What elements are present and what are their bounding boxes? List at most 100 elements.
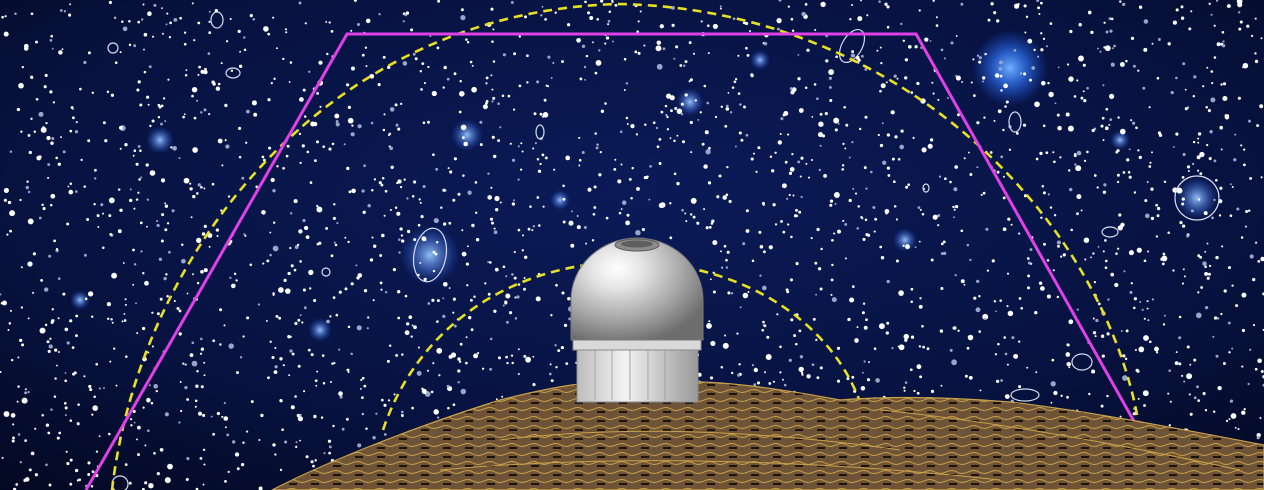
star <box>1051 358 1055 362</box>
star <box>202 448 206 452</box>
star <box>106 90 110 94</box>
star <box>53 395 57 398</box>
star <box>365 18 371 24</box>
star <box>72 116 75 120</box>
star <box>1002 227 1007 232</box>
star <box>872 205 876 210</box>
star <box>197 411 203 416</box>
star <box>607 23 610 26</box>
star <box>779 371 782 374</box>
star <box>1004 105 1007 108</box>
star <box>267 32 271 36</box>
star <box>333 241 336 244</box>
star <box>1181 197 1185 201</box>
star <box>816 376 820 380</box>
star <box>335 122 340 127</box>
star <box>363 164 366 168</box>
star <box>596 17 600 21</box>
star <box>236 371 239 375</box>
star <box>203 374 206 377</box>
star <box>1196 155 1201 160</box>
star <box>399 227 403 231</box>
star <box>431 298 435 302</box>
nebula-glow <box>451 119 483 151</box>
star <box>351 124 354 127</box>
star <box>857 61 860 64</box>
star <box>237 29 241 33</box>
star <box>514 296 517 299</box>
star <box>147 351 150 354</box>
star <box>12 423 15 426</box>
star <box>884 2 888 6</box>
star <box>55 248 59 251</box>
star <box>927 143 933 149</box>
star <box>161 7 163 9</box>
star <box>1125 59 1128 63</box>
star <box>272 16 275 19</box>
star <box>1225 114 1230 118</box>
star <box>92 405 98 411</box>
field-of-view-outline[interactable] <box>84 32 1142 490</box>
star <box>303 225 309 231</box>
star <box>628 177 632 181</box>
star <box>820 247 823 251</box>
star <box>159 297 163 301</box>
nebula-glow <box>146 126 174 154</box>
star <box>1 456 4 459</box>
star <box>1040 286 1045 291</box>
star <box>1254 17 1257 20</box>
star <box>682 64 686 67</box>
star <box>347 325 351 329</box>
star <box>132 409 136 413</box>
star <box>229 17 232 21</box>
star <box>448 287 451 289</box>
star <box>886 321 890 325</box>
star <box>152 35 155 38</box>
star <box>65 450 68 453</box>
star <box>707 181 712 185</box>
star <box>347 240 350 244</box>
star <box>158 257 163 261</box>
star <box>994 310 997 313</box>
star <box>1182 152 1186 157</box>
star <box>1247 382 1250 386</box>
star <box>604 42 607 45</box>
star <box>80 158 83 162</box>
star <box>932 92 935 95</box>
star <box>797 160 801 164</box>
star <box>360 396 364 400</box>
star <box>954 165 959 169</box>
star <box>973 296 977 300</box>
altitude-circle-outer <box>110 2 1142 490</box>
star <box>1168 424 1171 427</box>
star <box>493 230 498 235</box>
star <box>149 124 152 128</box>
star <box>298 229 303 234</box>
star <box>771 169 775 173</box>
star <box>491 221 494 225</box>
star <box>429 35 432 38</box>
star <box>379 281 383 285</box>
star <box>576 37 581 43</box>
star <box>999 74 1003 78</box>
star <box>904 58 909 62</box>
star <box>124 143 128 147</box>
star <box>452 403 456 407</box>
star <box>504 300 508 304</box>
star <box>521 249 524 252</box>
star <box>30 117 33 121</box>
star <box>1230 413 1237 419</box>
star <box>841 168 844 171</box>
star <box>20 130 23 133</box>
star <box>568 317 572 321</box>
star <box>697 372 702 377</box>
star <box>394 206 398 210</box>
star <box>397 290 401 294</box>
star <box>444 189 447 192</box>
observatory-dome-icon[interactable] <box>570 237 704 403</box>
star <box>529 205 532 208</box>
star <box>914 45 918 49</box>
star <box>144 444 147 447</box>
